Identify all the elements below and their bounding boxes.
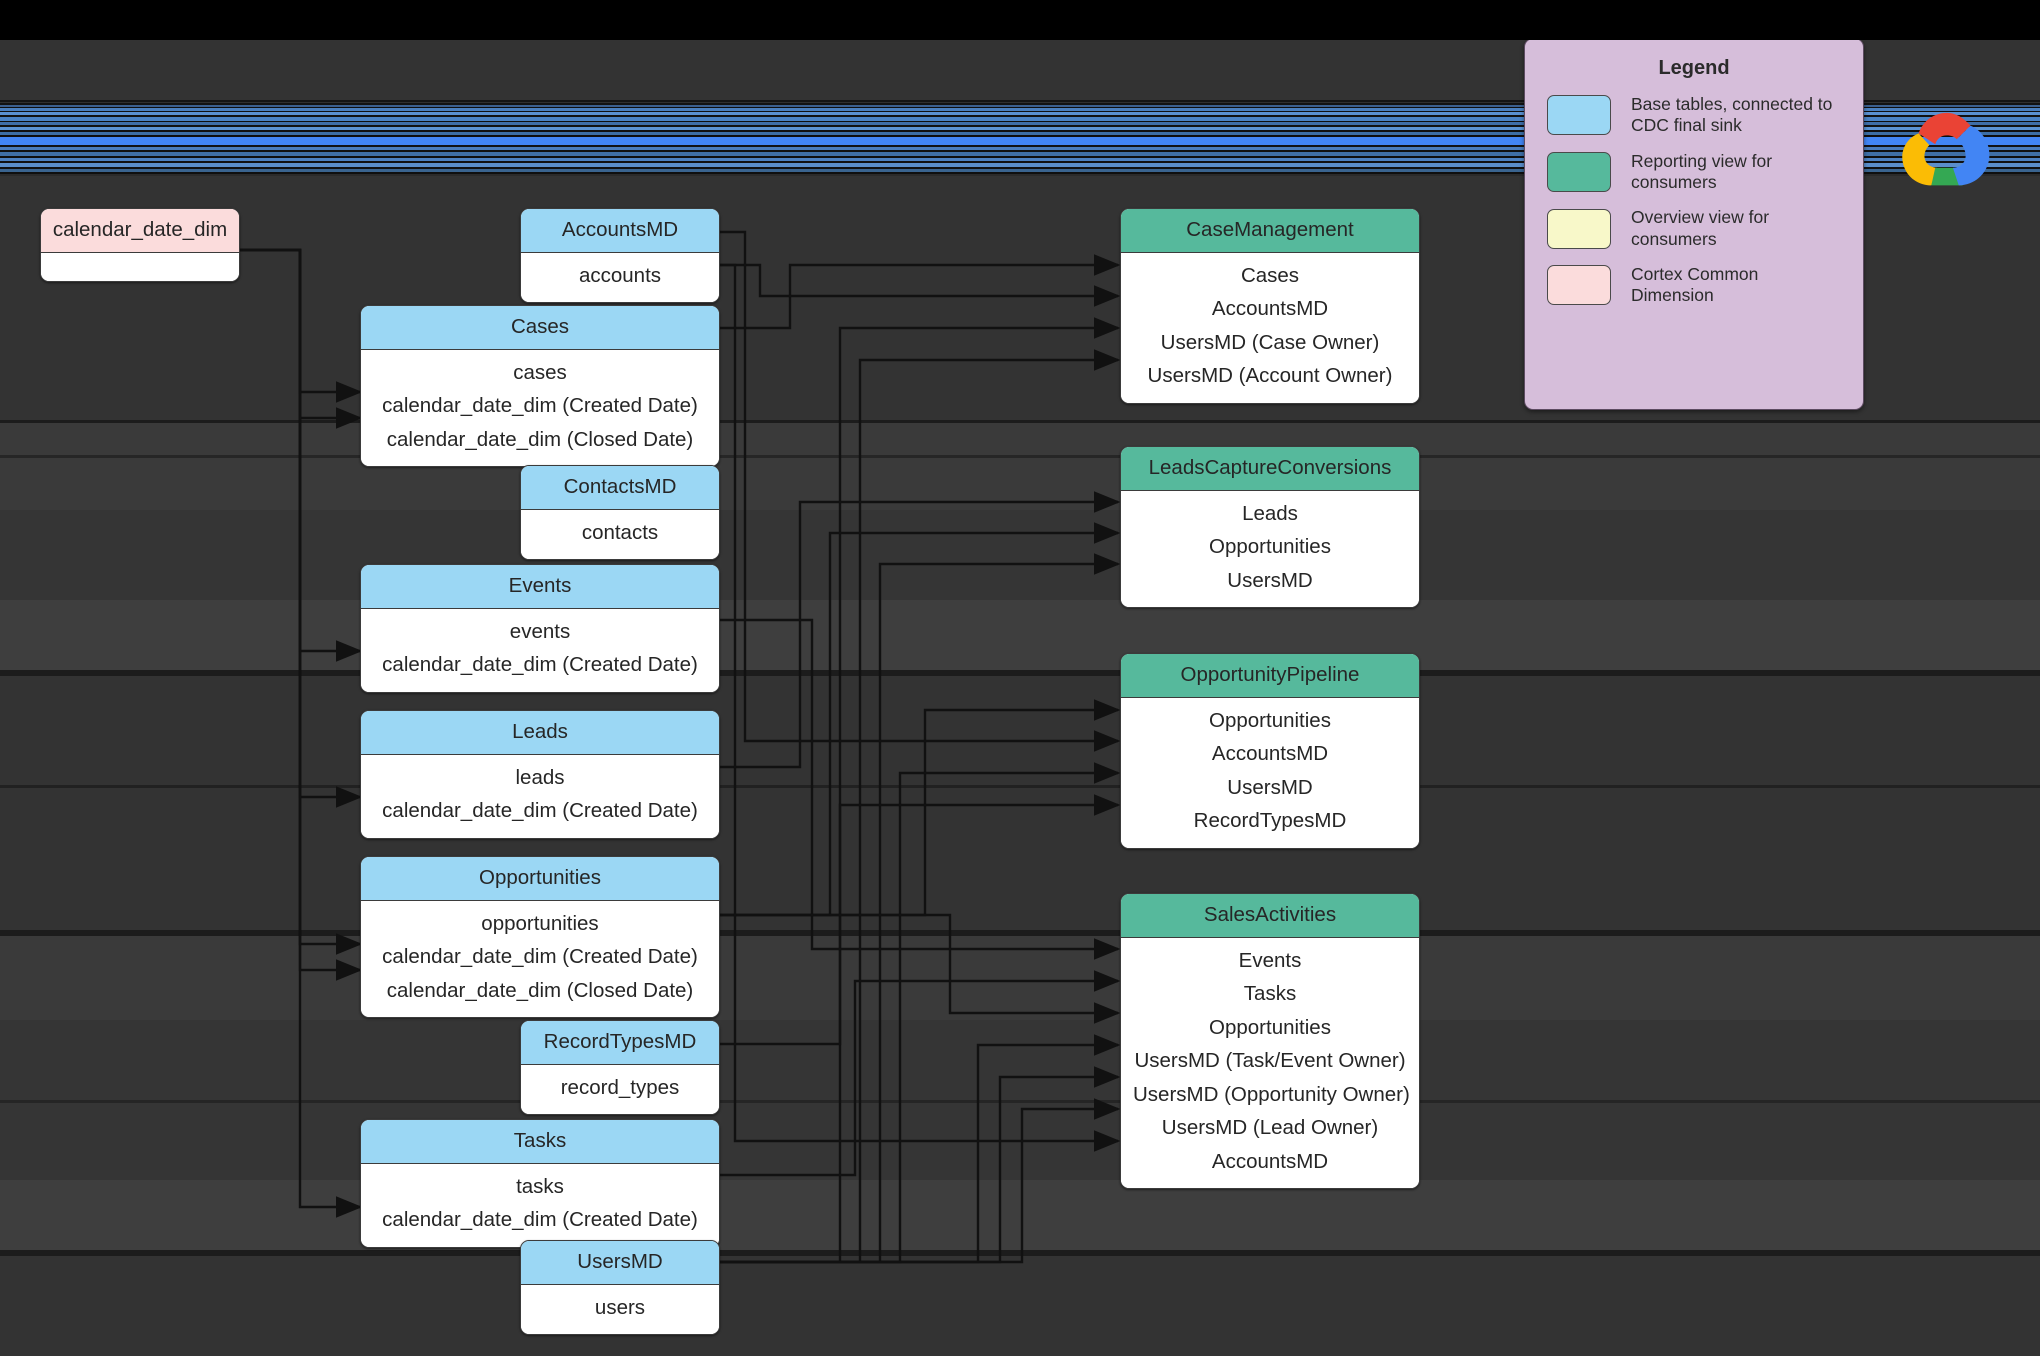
node-row: users: [594, 1295, 646, 1319]
legend-label: Base tables, connected to CDC final sink: [1631, 94, 1833, 136]
node-opportunities[interactable]: Opportunities opportunities calendar_dat…: [360, 856, 720, 1019]
node-title: UsersMD: [521, 1241, 719, 1285]
node-row: UsersMD: [1227, 568, 1313, 592]
node-row: UsersMD (Opportunity Owner): [1133, 1082, 1410, 1106]
node-contacts-md[interactable]: ContactsMD contacts: [520, 465, 720, 561]
node-leads-capture-conversions[interactable]: LeadsCaptureConversions Leads Opportunit…: [1120, 446, 1420, 609]
node-row: UsersMD: [1227, 775, 1313, 799]
node-row: calendar_date_dim (Created Date): [382, 945, 698, 969]
node-row: leads: [515, 765, 565, 789]
node-sales-activities[interactable]: SalesActivities Events Tasks Opportuniti…: [1120, 893, 1420, 1190]
node-row: calendar_date_dim (Closed Date): [386, 978, 694, 1002]
legend-title: Legend: [1658, 57, 1730, 79]
node-title: Events: [361, 565, 719, 609]
node-body: Cases AccountsMD UsersMD (Case Owner) Us…: [1121, 252, 1419, 403]
node-title: CaseManagement: [1121, 209, 1419, 253]
node-title: AccountsMD: [521, 209, 719, 253]
node-row: calendar_date_dim (Created Date): [382, 1208, 698, 1232]
node-body: contacts: [521, 509, 719, 560]
node-body: [41, 252, 239, 281]
node-record-types-md[interactable]: RecordTypesMD record_types: [520, 1020, 720, 1116]
node-row: record_types: [560, 1075, 680, 1099]
node-title: Tasks: [361, 1120, 719, 1164]
node-row: Leads: [1242, 501, 1298, 525]
node-title: LeadsCaptureConversions: [1121, 447, 1419, 491]
legend-swatch-overview-view: [1547, 208, 1611, 249]
node-title: Opportunities: [361, 857, 719, 901]
node-calendar-date-dim[interactable]: calendar_date_dim: [40, 208, 240, 282]
node-row: contacts: [581, 520, 659, 544]
legend-label: Overview view for consumers: [1631, 207, 1770, 249]
legend-item-base-table: Base tables, connected to CDC final sink: [1525, 94, 1863, 137]
google-cloud-logo: [1902, 112, 1990, 186]
node-row: Cases: [1240, 263, 1300, 287]
node-row: tasks: [516, 1174, 564, 1198]
node-row: Opportunities: [1209, 708, 1331, 732]
node-body: events calendar_date_dim (Created Date): [361, 608, 719, 692]
node-row: Opportunities: [1209, 535, 1331, 559]
node-cases[interactable]: Cases cases calendar_date_dim (Created D…: [360, 305, 720, 468]
node-row: RecordTypesMD: [1193, 809, 1347, 833]
node-title: OpportunityPipeline: [1121, 654, 1419, 698]
node-row: opportunities: [481, 911, 599, 935]
node-tasks[interactable]: Tasks tasks calendar_date_dim (Created D…: [360, 1119, 720, 1248]
node-title: ContactsMD: [521, 466, 719, 510]
legend-item-cortex-dimension: Cortex Common Dimension: [1525, 264, 1863, 307]
node-body: Opportunities AccountsMD UsersMD RecordT…: [1121, 697, 1419, 848]
node-users-md[interactable]: UsersMD users: [520, 1240, 720, 1336]
node-events[interactable]: Events events calendar_date_dim (Created…: [360, 564, 720, 693]
node-row: Opportunities: [1209, 1015, 1331, 1039]
node-body: leads calendar_date_dim (Created Date): [361, 754, 719, 838]
node-row: UsersMD (Lead Owner): [1161, 1116, 1379, 1140]
node-accounts-md[interactable]: AccountsMD accounts: [520, 208, 720, 304]
node-title: calendar_date_dim: [41, 209, 239, 253]
node-body: users: [521, 1284, 719, 1335]
node-row: calendar_date_dim (Created Date): [382, 799, 698, 823]
node-body: Leads Opportunities UsersMD: [1121, 490, 1419, 608]
node-row: UsersMD (Case Owner): [1160, 330, 1380, 354]
node-row: accounts: [578, 263, 662, 287]
legend-label: Cortex Common Dimension: [1631, 264, 1759, 306]
legend-panel: Legend Base tables, connected to CDC fin…: [1524, 38, 1864, 410]
node-row: UsersMD (Account Owner): [1147, 364, 1393, 388]
node-row: calendar_date_dim (Created Date): [382, 653, 698, 677]
node-leads[interactable]: Leads leads calendar_date_dim (Created D…: [360, 710, 720, 839]
node-row: AccountsMD: [1211, 742, 1329, 766]
legend-swatch-reporting-view: [1547, 152, 1611, 193]
node-row: AccountsMD: [1211, 1149, 1329, 1173]
node-row: AccountsMD: [1211, 297, 1329, 321]
legend-item-overview-view: Overview view for consumers: [1525, 207, 1863, 250]
node-row: Tasks: [1243, 982, 1297, 1006]
node-title: Leads: [361, 711, 719, 755]
node-title: SalesActivities: [1121, 894, 1419, 938]
node-row: calendar_date_dim (Closed Date): [386, 427, 694, 451]
node-body: record_types: [521, 1064, 719, 1115]
node-title: Cases: [361, 306, 719, 350]
node-body: accounts: [521, 252, 719, 303]
node-body: cases calendar_date_dim (Created Date) c…: [361, 349, 719, 467]
node-row: Events: [1238, 948, 1302, 972]
legend-label: Reporting view for consumers: [1631, 150, 1773, 193]
node-opportunity-pipeline[interactable]: OpportunityPipeline Opportunities Accoun…: [1120, 653, 1420, 849]
node-row: UsersMD (Task/Event Owner): [1134, 1049, 1406, 1073]
node-row: cases: [513, 360, 567, 384]
node-title: RecordTypesMD: [521, 1021, 719, 1065]
node-body: Events Tasks Opportunities UsersMD (Task…: [1121, 937, 1419, 1189]
node-body: tasks calendar_date_dim (Created Date): [361, 1163, 719, 1247]
legend-item-reporting-view: Reporting view for consumers: [1525, 151, 1863, 194]
node-row: events: [509, 619, 571, 643]
node-body: opportunities calendar_date_dim (Created…: [361, 900, 719, 1018]
legend-swatch-base-table: [1547, 95, 1611, 136]
node-case-management[interactable]: CaseManagement Cases AccountsMD UsersMD …: [1120, 208, 1420, 404]
top-letterbox-bar: [0, 0, 2040, 40]
legend-swatch-cortex-dimension: [1547, 265, 1611, 306]
node-row: calendar_date_dim (Created Date): [382, 394, 698, 418]
